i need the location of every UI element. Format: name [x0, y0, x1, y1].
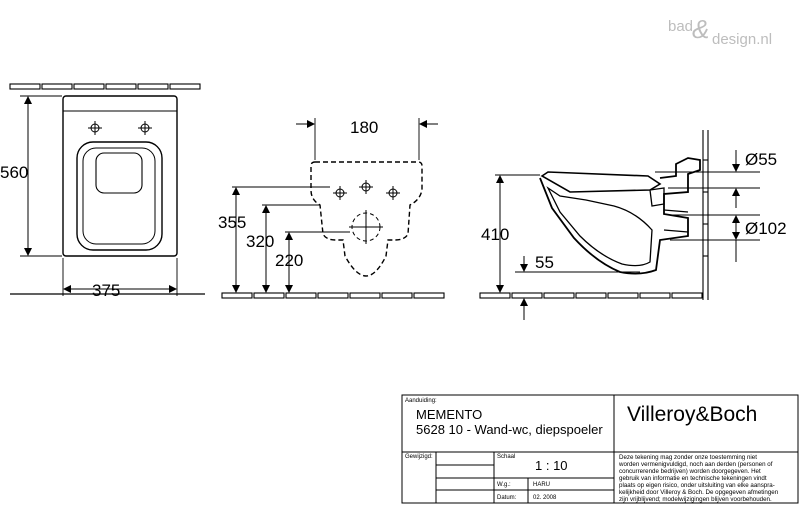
side-bowl-outline: [539, 157, 701, 275]
mounting-fixing-points: [333, 180, 400, 244]
front-toilet-body: [62, 95, 178, 257]
watermark-amp-text: &: [692, 14, 709, 44]
tb-disclaimer-line: kelijkheid door Villeroy & Boch. De opge…: [619, 489, 779, 496]
tb-gewijzigd-label: Gewijzigd:: [405, 454, 433, 460]
dim-label-355: 355: [218, 213, 246, 232]
mounting-wall-tiles: [221, 292, 445, 299]
tb-datum-value: 02. 2008: [533, 495, 557, 501]
watermark-logo: bad & design.nl: [668, 14, 772, 48]
dim-label-375: 375: [92, 281, 120, 300]
side-floor-tiles: [479, 292, 703, 299]
dim-label-320: 320: [246, 232, 274, 251]
watermark-left-text: bad: [668, 18, 693, 35]
dim-label-410: 410: [481, 225, 509, 244]
tb-wg-label: W.g.:: [497, 482, 511, 488]
tb-datum-label: Datum:: [497, 495, 517, 501]
dim-label-d55: Ø55: [745, 150, 777, 169]
side-seat-lid: [540, 171, 662, 193]
dim-label-560: 560: [0, 163, 28, 182]
tb-schaal-value: 1 : 10: [535, 458, 568, 473]
tb-product-desc: 5628 10 - Wand-wc, diepspoeler: [416, 422, 603, 437]
mounting-view: [221, 118, 445, 299]
tb-wg-value: HARU: [533, 482, 550, 488]
tb-disclaimer: Deze tekening mag zonder onze toestemmin…: [618, 454, 779, 503]
dim-label-220: 220: [275, 251, 303, 270]
mounting-dashed-outline: [310, 161, 423, 277]
watermark-right-text: design.nl: [712, 31, 772, 48]
tb-aanduiding-label: Aanduiding:: [405, 398, 437, 404]
dim-label-d102: Ø102: [745, 219, 787, 238]
side-view: [479, 130, 760, 320]
tb-disclaimer-line: worden vermenigvuldigd, noch aan derden …: [618, 461, 773, 468]
front-toilet-seat: [76, 141, 163, 251]
tb-disclaimer-line: concurrerende bedrijven) worden doorgege…: [619, 468, 761, 475]
tb-product-name: MEMENTO: [416, 407, 482, 422]
tb-disclaimer-line: zijn vrijblijvend; modelwijzigingen blij…: [619, 496, 772, 503]
side-bowl-inner: [546, 186, 653, 267]
tb-schaal-label: Schaal: [497, 454, 515, 460]
side-trap: [649, 187, 689, 233]
tb-brand: Villeroy&Boch: [627, 403, 757, 426]
front-view: [9, 83, 205, 296]
front-wall-tiles: [9, 83, 201, 90]
dim-label-55: 55: [535, 253, 554, 272]
dim-label-180: 180: [350, 118, 378, 137]
tb-disclaimer-line: Deze tekening mag zonder onze toestemmin…: [619, 454, 757, 461]
tb-disclaimer-line: gebruik van informatie en technische tek…: [619, 475, 767, 482]
front-mounting-marks: [88, 121, 152, 135]
title-block: [401, 394, 799, 504]
tb-disclaimer-line: plaats op eigen risico, onder uitsluitin…: [619, 482, 775, 489]
